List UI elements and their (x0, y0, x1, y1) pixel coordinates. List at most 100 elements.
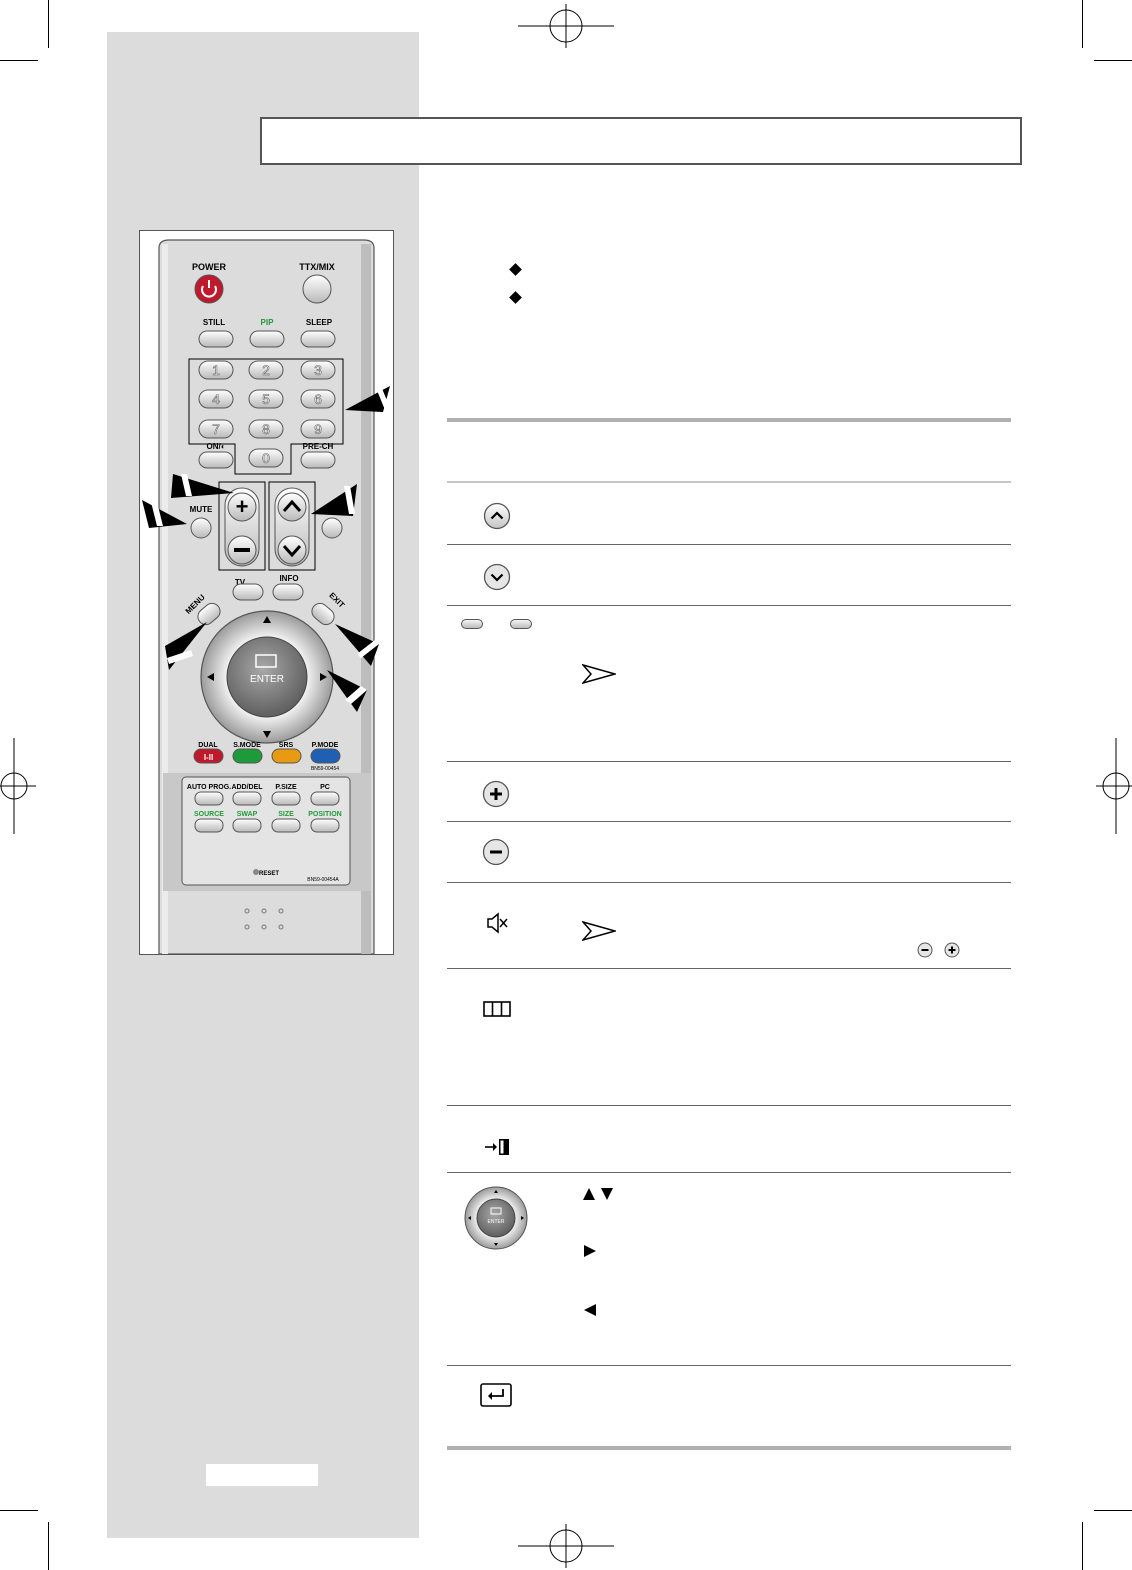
source-label: SOURCE (194, 811, 224, 818)
table-row-divider (447, 1172, 1011, 1173)
mute-label: MUTE (190, 505, 213, 514)
digit-button[interactable] (248, 360, 284, 380)
page-number-tab (206, 1464, 318, 1486)
digit-label: 1 (212, 362, 220, 378)
enter-button[interactable] (226, 636, 308, 718)
digit-label: 9 (314, 421, 322, 437)
size-button[interactable] (271, 818, 301, 833)
hidden-panel (181, 776, 351, 886)
digit-label: 8 (262, 421, 270, 437)
p-size-button[interactable] (271, 791, 301, 806)
volume-up-button[interactable] (227, 492, 257, 522)
srs-button[interactable] (271, 748, 302, 764)
pip-button[interactable] (249, 330, 285, 348)
on-off-label: ON/◐ (206, 442, 225, 451)
nav-pad-enter-label: ENTER (488, 1219, 505, 1225)
menu-button[interactable] (195, 600, 224, 628)
left-arrow-icon (584, 1304, 596, 1316)
digit-button[interactable] (248, 448, 284, 468)
crop-mark (48, 0, 49, 48)
tv-button[interactable] (232, 583, 264, 601)
crop-mark (48, 1522, 49, 1570)
reset-button[interactable] (253, 869, 259, 875)
crop-mark (0, 1510, 38, 1511)
channel-down-icon (483, 563, 511, 591)
model-number-lower: BN59-00454A (307, 877, 339, 883)
source-button[interactable] (321, 517, 343, 539)
up-down-arrows-icon (583, 1188, 613, 1200)
digit-label: 4 (212, 391, 220, 407)
registration-mark-right (1096, 738, 1132, 834)
pre-ch-label: PRE-CH (303, 442, 334, 451)
table-row-divider (447, 968, 1011, 969)
mute-button[interactable] (190, 517, 212, 539)
digit-button[interactable] (198, 419, 234, 439)
s-mode-label: S.MODE (233, 742, 261, 749)
digit-button[interactable] (248, 389, 284, 409)
channel-down-button[interactable] (277, 535, 307, 565)
model-number-upper: BN59-00454 (311, 766, 339, 772)
callout-pointers (142, 386, 390, 712)
crop-mark (0, 60, 38, 61)
table-row-divider (447, 1105, 1011, 1106)
crop-mark (1094, 1510, 1132, 1511)
digit-button[interactable] (300, 360, 336, 380)
size-label: SIZE (278, 811, 294, 818)
table-header-rule (447, 481, 1011, 483)
number-button-icon (461, 619, 483, 629)
crop-mark (1094, 60, 1132, 61)
swap-button[interactable] (232, 818, 262, 833)
digit-button[interactable] (198, 360, 234, 380)
dual-button[interactable] (193, 748, 224, 764)
ttx-mix-label: TTX/MIX (299, 262, 335, 272)
svg-text:+: + (236, 494, 249, 519)
power-button[interactable] (194, 274, 224, 304)
tv-label: TV (235, 578, 246, 587)
digit-label: 0 (262, 450, 270, 466)
page-title-box (260, 117, 1022, 165)
digit-button[interactable] (300, 419, 336, 439)
crop-mark (1082, 1522, 1083, 1570)
navigation-pad-icon: ENTER (464, 1186, 528, 1250)
volume-up-icon (482, 780, 510, 808)
swap-label: SWAP (237, 811, 258, 818)
add-del-label: ADD/DEL (231, 784, 263, 791)
pc-button[interactable] (310, 791, 340, 806)
table-row-divider (447, 761, 1011, 762)
digit-label: 5 (262, 391, 270, 407)
pip-label: PIP (261, 318, 275, 327)
number-buttons: 1 2 3 4 5 6 7 8 9 0 (198, 360, 336, 468)
exit-button[interactable] (309, 600, 338, 628)
registration-mark-bottom (518, 1524, 614, 1568)
table-row-divider (447, 1365, 1011, 1366)
table-row-divider (447, 605, 1011, 606)
sleep-button[interactable] (300, 330, 336, 348)
digit-button[interactable] (300, 389, 336, 409)
info-button[interactable] (272, 583, 304, 601)
volume-down-small-icon (917, 942, 933, 958)
remote-control-illustration: POWER TTX/MIX STILL PIP SLEEP 1 2 3 4 5 … (139, 230, 394, 955)
position-button[interactable] (310, 818, 340, 833)
add-del-button[interactable] (232, 791, 262, 806)
digit-label: 3 (314, 362, 322, 378)
source-panel-button[interactable] (194, 818, 224, 833)
digit-label: 6 (314, 391, 322, 407)
pc-label: PC (320, 784, 330, 791)
info-label: INFO (279, 574, 298, 583)
p-mode-button[interactable] (310, 748, 341, 764)
digit-button[interactable] (198, 389, 234, 409)
enter-icon (480, 1383, 512, 1407)
s-mode-button[interactable] (232, 748, 263, 764)
auto-prog-button[interactable] (194, 791, 224, 806)
digit-button[interactable] (248, 419, 284, 439)
power-label: POWER (192, 262, 227, 272)
table-row-divider (447, 544, 1011, 545)
diamond-bullet (509, 263, 522, 276)
still-button[interactable] (198, 330, 234, 348)
on-off-button[interactable] (198, 451, 234, 469)
ttx-mix-button[interactable] (302, 274, 332, 304)
pre-ch-button[interactable] (300, 451, 336, 469)
channel-up-button[interactable] (277, 492, 307, 522)
auto-prog-label: AUTO PROG. (187, 784, 231, 791)
table-row-divider (447, 882, 1011, 883)
